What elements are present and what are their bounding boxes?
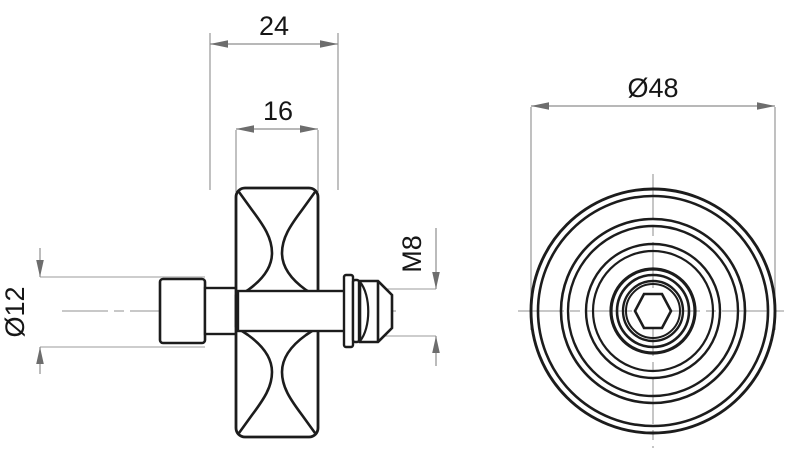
- hex-nut-chamfer: [359, 281, 370, 342]
- circle-washer-inner: [625, 283, 681, 339]
- circle-washer-outer: [621, 279, 685, 343]
- dimension-line-d12: [36, 248, 44, 374]
- dimension-line-24: [210, 40, 338, 48]
- circle-web-inner: [591, 249, 715, 373]
- dimension-label-16: 16: [263, 96, 293, 126]
- dimension-label-d48: Ø48: [627, 73, 678, 103]
- dimension-label-24: 24: [259, 11, 289, 41]
- dimension-label-m8: M8: [397, 235, 427, 273]
- bolt-head: [158, 277, 207, 345]
- section-view: 24 16 Ø12: [0, 11, 440, 439]
- circle-web-outer: [584, 242, 722, 380]
- bolt-shank-through: [236, 289, 348, 333]
- circle-outer-rim-inner: [536, 194, 770, 428]
- circle-hub-inner: [615, 273, 691, 349]
- dimension-extension-lines-24: [209, 33, 339, 190]
- bolt-shank-left: [203, 286, 240, 336]
- circle-hub-outer: [609, 267, 697, 355]
- hex-nut: [358, 279, 394, 344]
- dimension-extension-lines-16: [235, 130, 319, 192]
- washer-stack: [342, 273, 361, 349]
- dimension-line-16: [236, 125, 318, 133]
- dimension-line-m8: [432, 228, 440, 366]
- dimension-label-d12: Ø12: [0, 286, 30, 337]
- circle-outer-rim-outer: [529, 187, 777, 435]
- wheel-web-profile-lower: [237, 327, 317, 434]
- dimension-line-d48: [531, 102, 775, 110]
- front-view: Ø48: [518, 73, 790, 448]
- circle-groove-outer: [559, 217, 747, 405]
- wheel-circles: [529, 187, 777, 435]
- circle-groove-inner: [566, 224, 740, 398]
- wheel-web-profile-upper: [237, 191, 317, 298]
- dimension-extension-lines-d12: [40, 276, 205, 348]
- hex-socket-icon: [633, 292, 673, 330]
